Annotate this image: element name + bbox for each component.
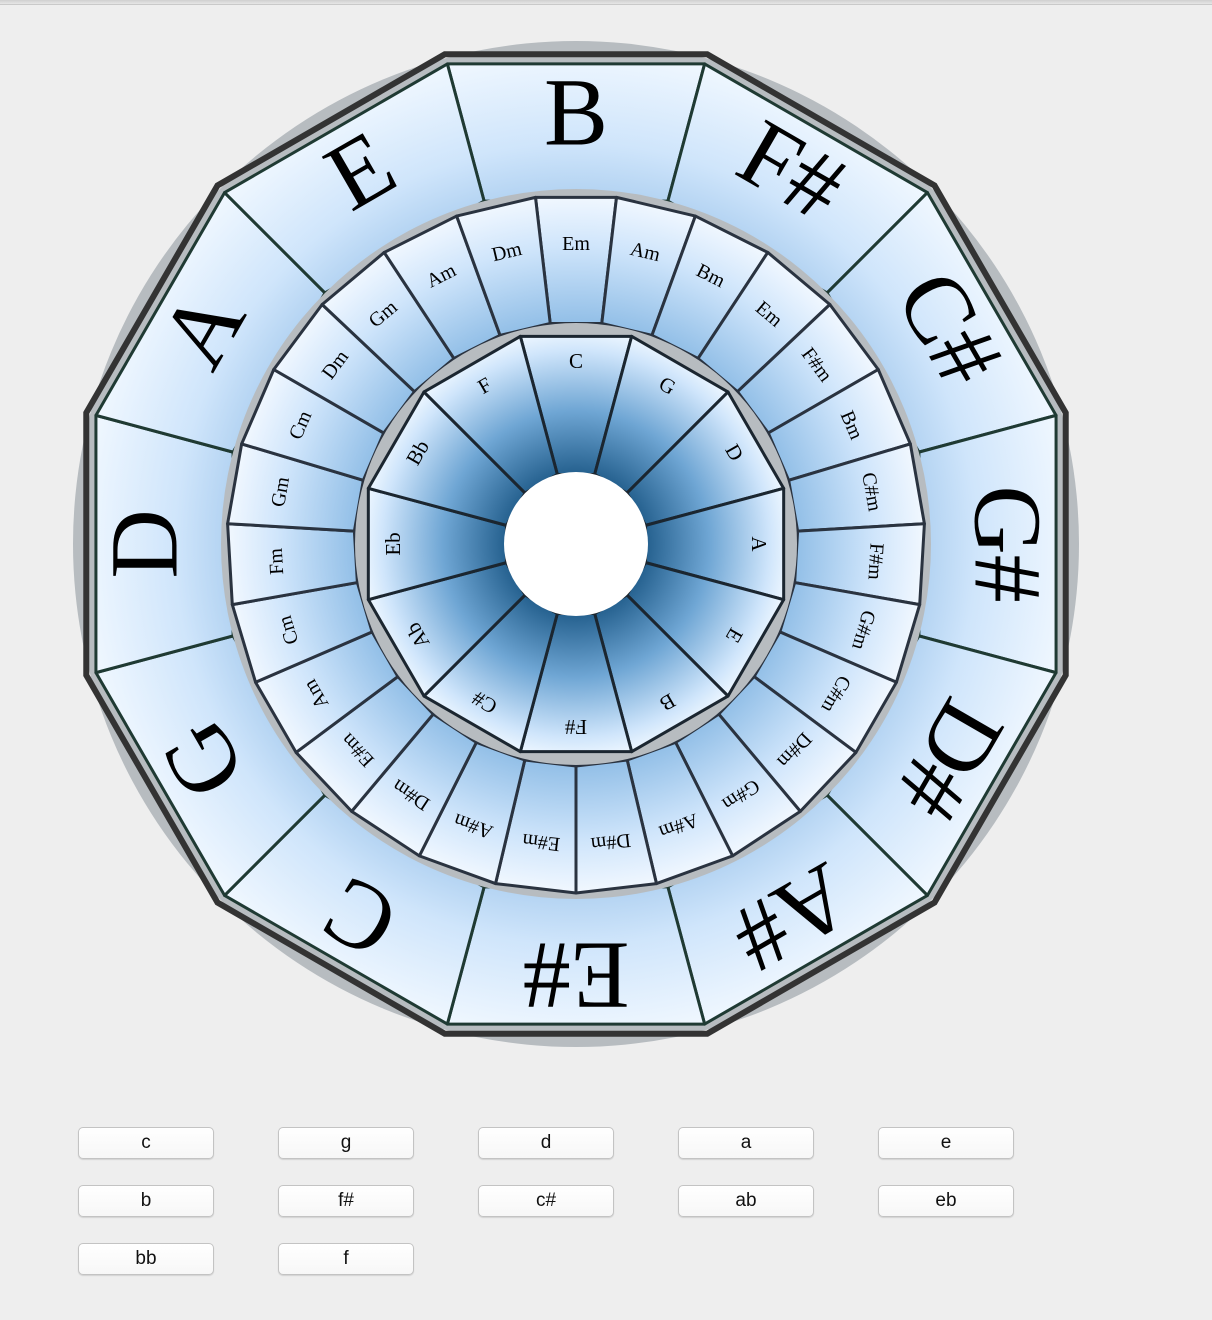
middle-ring-label: F#m xyxy=(863,542,887,580)
inner-ring-label: F# xyxy=(564,715,587,739)
inner-ring-label: Eb xyxy=(381,532,405,555)
center-hole xyxy=(504,472,648,616)
outer-ring-label: B xyxy=(544,59,608,166)
inner-ring-label: A xyxy=(747,536,771,552)
inner-ring-label: C xyxy=(569,349,583,373)
middle-ring-segment[interactable] xyxy=(455,195,552,337)
outer-ring-label: D xyxy=(91,509,198,578)
outer-ring-label: G# xyxy=(955,485,1062,602)
key-button-bb[interactable]: bb xyxy=(78,1243,214,1275)
key-button-ab[interactable]: ab xyxy=(678,1185,814,1217)
key-button-grid: c g d a e b f# c# ab eb bb f xyxy=(78,1127,1018,1277)
middle-ring-label: Fm xyxy=(265,547,289,575)
key-button-f-sharp[interactable]: f# xyxy=(278,1185,414,1217)
key-button-c-sharp[interactable]: c# xyxy=(478,1185,614,1217)
outer-ring-border xyxy=(83,51,1069,1037)
key-button-f[interactable]: f xyxy=(278,1243,414,1275)
key-button-a[interactable]: a xyxy=(678,1127,814,1159)
inner-ring-segment[interactable] xyxy=(422,334,559,495)
middle-ring-label: E#m xyxy=(521,829,562,855)
key-button-g[interactable]: g xyxy=(278,1127,414,1159)
key-button-c[interactable]: c xyxy=(78,1127,214,1159)
key-button-d[interactable]: d xyxy=(478,1127,614,1159)
middle-ring-label: Gm xyxy=(267,475,294,509)
window-top-border xyxy=(0,0,1212,5)
key-button-eb[interactable]: eb xyxy=(878,1185,1014,1217)
middle-ring-label: Em xyxy=(562,233,590,255)
outer-ring-label: E# xyxy=(523,923,630,1030)
key-button-e[interactable]: e xyxy=(878,1127,1014,1159)
key-button-b[interactable]: b xyxy=(78,1185,214,1217)
middle-ring-label: D#m xyxy=(589,829,632,856)
